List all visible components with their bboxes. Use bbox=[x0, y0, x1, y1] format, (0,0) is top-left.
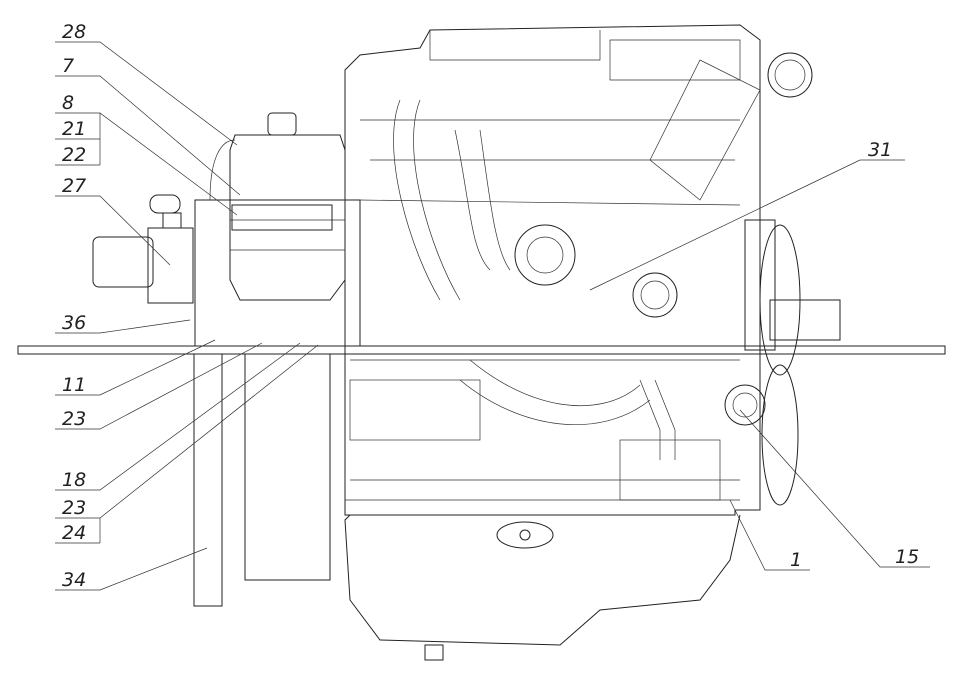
callout-22: 22 bbox=[62, 144, 86, 166]
leader-lines bbox=[55, 41, 930, 591]
expansion-tank bbox=[209, 112, 346, 301]
mounting-plate bbox=[17, 345, 946, 355]
callout-21: 21 bbox=[62, 118, 86, 140]
callout-15: 15 bbox=[895, 546, 919, 568]
callout-11: 11 bbox=[62, 374, 86, 396]
callout-23: 23 bbox=[62, 408, 86, 430]
callout-7: 7 bbox=[62, 55, 74, 77]
tank-bracket bbox=[194, 199, 361, 347]
callout-27: 27 bbox=[62, 175, 86, 197]
callout-1: 1 bbox=[790, 549, 802, 571]
callout-31: 31 bbox=[868, 139, 892, 161]
callout-23b: 23 bbox=[62, 497, 86, 519]
support-leg bbox=[193, 353, 331, 607]
callout-18: 18 bbox=[62, 469, 86, 491]
callout-24: 24 bbox=[62, 522, 86, 544]
callout-34: 34 bbox=[62, 569, 86, 591]
pump-motor bbox=[92, 194, 194, 304]
callout-8: 8 bbox=[62, 92, 74, 114]
engine-block bbox=[344, 24, 841, 661]
callout-36: 36 bbox=[62, 312, 86, 334]
callout-28: 28 bbox=[62, 21, 86, 43]
